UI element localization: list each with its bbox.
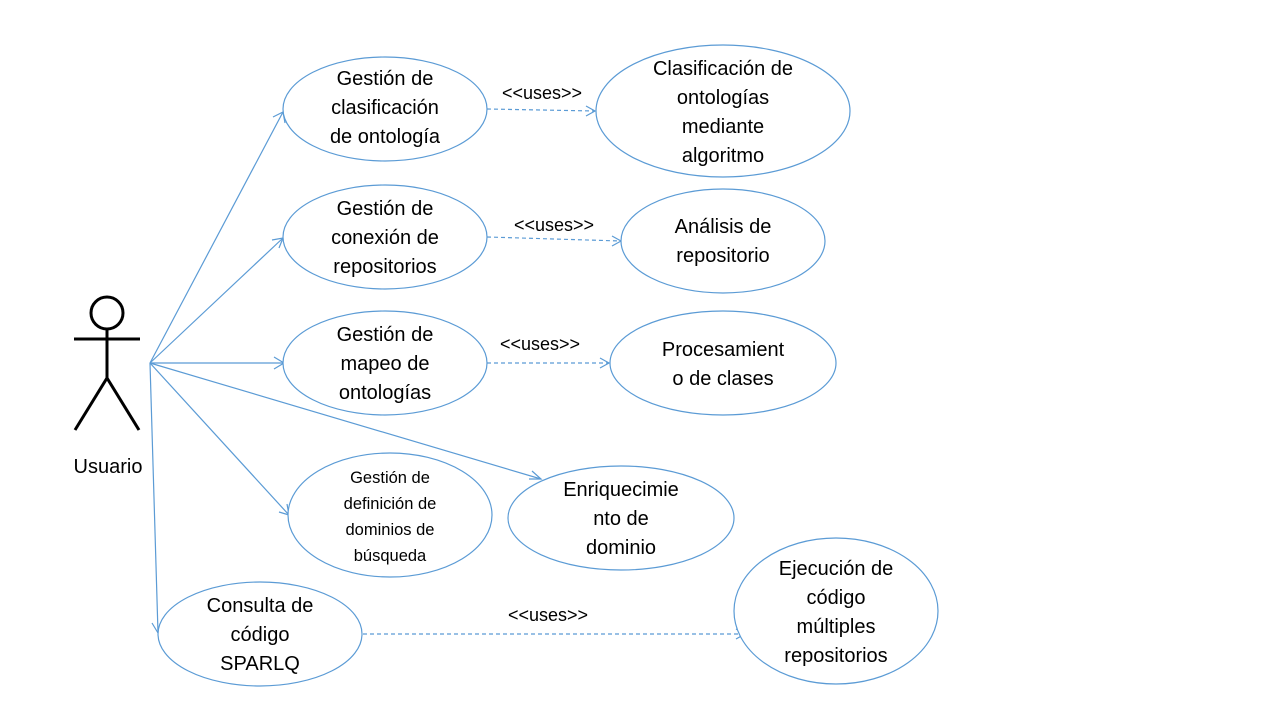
- use-case-enriquecimiento: Enriquecimie nto de dominio: [507, 465, 735, 571]
- uses-label-2: <<uses>>: [514, 215, 594, 235]
- use-case-label-line: dominio: [586, 537, 656, 559]
- use-case-clasificacion-algoritmo: Clasificación de ontologías mediante alg…: [595, 44, 851, 178]
- use-case-label-line: Gestión de: [337, 68, 434, 90]
- use-case-ellipse: [157, 581, 363, 687]
- uses-arrowhead: [585, 105, 597, 117]
- use-case-ellipse: [507, 465, 735, 571]
- use-case-label-line: búsqueda: [354, 547, 427, 565]
- actor-right-leg: [105, 377, 141, 431]
- use-case-label-line: dominios de: [346, 521, 435, 539]
- use-case-consulta-sparlq: Consulta de código SPARLQ: [157, 581, 363, 687]
- use-case-ellipse: [609, 310, 837, 416]
- use-case-label-line: mapeo de: [341, 353, 430, 375]
- use-case-label-line: algoritmo: [682, 145, 764, 167]
- uses-label-1: <<uses>>: [502, 83, 582, 103]
- use-case-label-line: de ontología: [330, 126, 441, 148]
- use-case-label-line: o de clases: [672, 368, 773, 390]
- use-case-gestion-clasificacion: Gestión de clasificación de ontología: [282, 56, 488, 162]
- association-line-clasificacion: [149, 111, 284, 364]
- use-case-label-line: ontologías: [339, 382, 431, 404]
- association-line-conexion: [149, 237, 284, 364]
- use-case-ellipse: [282, 184, 488, 290]
- use-case-ellipse: [287, 452, 493, 578]
- actor-usuario: Usuario: [73, 295, 143, 478]
- use-case-ejecucion-codigo: Ejecución de código múltiples repositori…: [733, 537, 939, 685]
- use-case-gestion-mapeo: Gestión de mapeo de ontologías: [282, 310, 488, 416]
- use-case-label-line: Clasificación de: [653, 58, 793, 80]
- use-case-ellipse: [282, 310, 488, 416]
- association-line-enriquecimiento: [149, 362, 542, 480]
- use-case-label-line: código: [807, 587, 866, 609]
- use-case-ellipse: [733, 537, 939, 685]
- use-case-label-line: Consulta de: [207, 595, 314, 617]
- use-case-label-line: clasificación: [331, 97, 439, 119]
- association-line-consulta: [149, 362, 159, 634]
- use-case-label-line: conexión de: [331, 227, 439, 249]
- use-case-label-line: Enriquecimie: [563, 479, 679, 501]
- use-case-label-line: definición de: [344, 495, 437, 513]
- use-case-label-line: Gestión de: [337, 198, 434, 220]
- use-case-label-line: código: [231, 624, 290, 646]
- use-case-label-line: SPARLQ: [220, 653, 300, 675]
- uses-arrowhead: [599, 357, 611, 369]
- use-case-procesamiento-clases: Procesamient o de clases: [609, 310, 837, 416]
- use-case-label-line: mediante: [682, 116, 764, 138]
- uses-line-2: [486, 236, 622, 242]
- use-case-gestion-dominios: Gestión de definición de dominios de bús…: [287, 452, 493, 578]
- actor-left-leg: [73, 377, 109, 431]
- uses-label-4: <<uses>>: [508, 605, 588, 625]
- use-case-gestion-conexion: Gestión de conexión de repositorios: [282, 184, 488, 290]
- association-arrowhead: [529, 470, 543, 480]
- actor-label: Usuario: [74, 456, 143, 478]
- uses-line-1: [486, 108, 596, 112]
- use-case-label-line: Ejecución de: [779, 558, 894, 580]
- use-case-label-line: múltiples: [797, 616, 876, 638]
- use-case-label-line: repositorio: [676, 245, 769, 267]
- association-line-dominios: [149, 362, 290, 516]
- use-case-label-line: Gestión de: [337, 324, 434, 346]
- use-case-ellipse: [282, 56, 488, 162]
- use-case-ellipse: [620, 188, 826, 294]
- uses-dependencies: <<uses>> <<uses>> <<uses>> <<uses>>: [363, 83, 747, 640]
- use-case-label-line: Procesamient: [662, 339, 785, 361]
- use-case-label-line: Gestión de: [350, 469, 430, 487]
- use-case-ellipse: [595, 44, 851, 178]
- use-case-analisis-repositorio: Análisis de repositorio: [620, 188, 826, 294]
- use-case-label-line: Análisis de: [675, 216, 772, 238]
- use-case-label-line: ontologías: [677, 87, 769, 109]
- uses-label-3: <<uses>>: [500, 334, 580, 354]
- use-case-label-line: repositorios: [784, 645, 887, 667]
- actor-head: [89, 295, 125, 331]
- use-case-label-line: repositorios: [333, 256, 436, 278]
- use-case-label-line: nto de: [593, 508, 649, 530]
